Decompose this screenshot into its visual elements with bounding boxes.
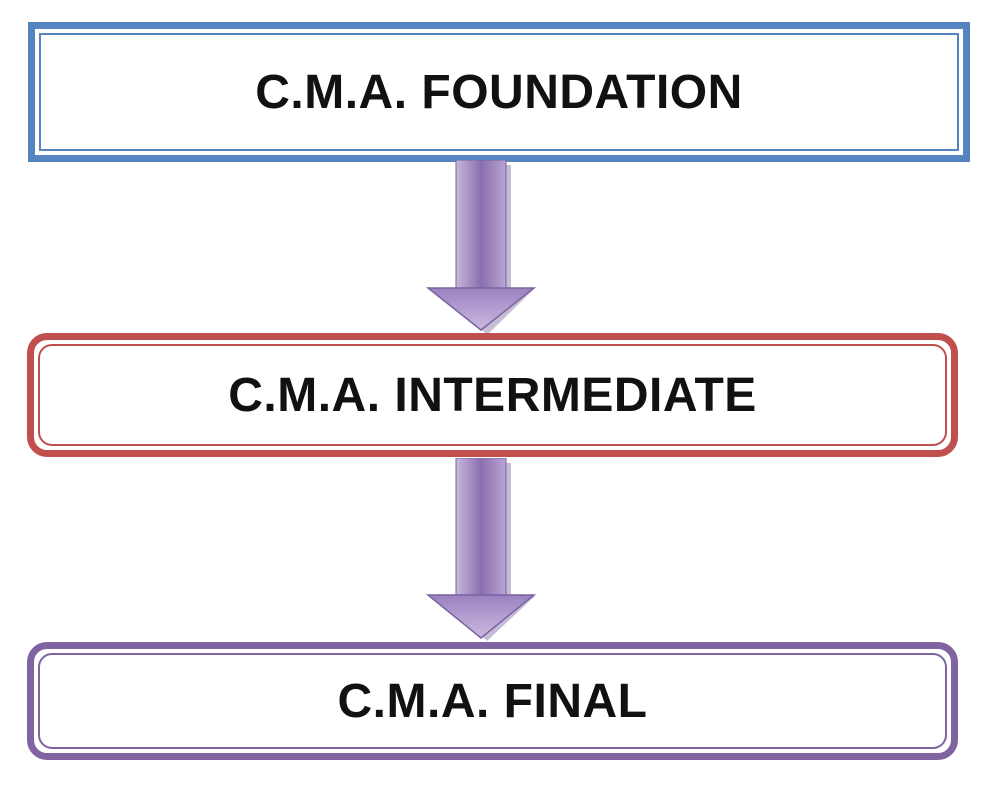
down-arrow-icon [425,160,537,335]
stage-label-intermediate: C.M.A. INTERMEDIATE [228,368,757,422]
down-arrow-icon [425,458,537,641]
stage-box-final: C.M.A. FINAL [27,642,958,760]
stage-label-foundation: C.M.A. FOUNDATION [255,65,743,119]
stage-box-foundation: C.M.A. FOUNDATION [28,22,970,162]
stage-label-final: C.M.A. FINAL [337,674,648,728]
stage-box-intermediate: C.M.A. INTERMEDIATE [27,333,958,457]
